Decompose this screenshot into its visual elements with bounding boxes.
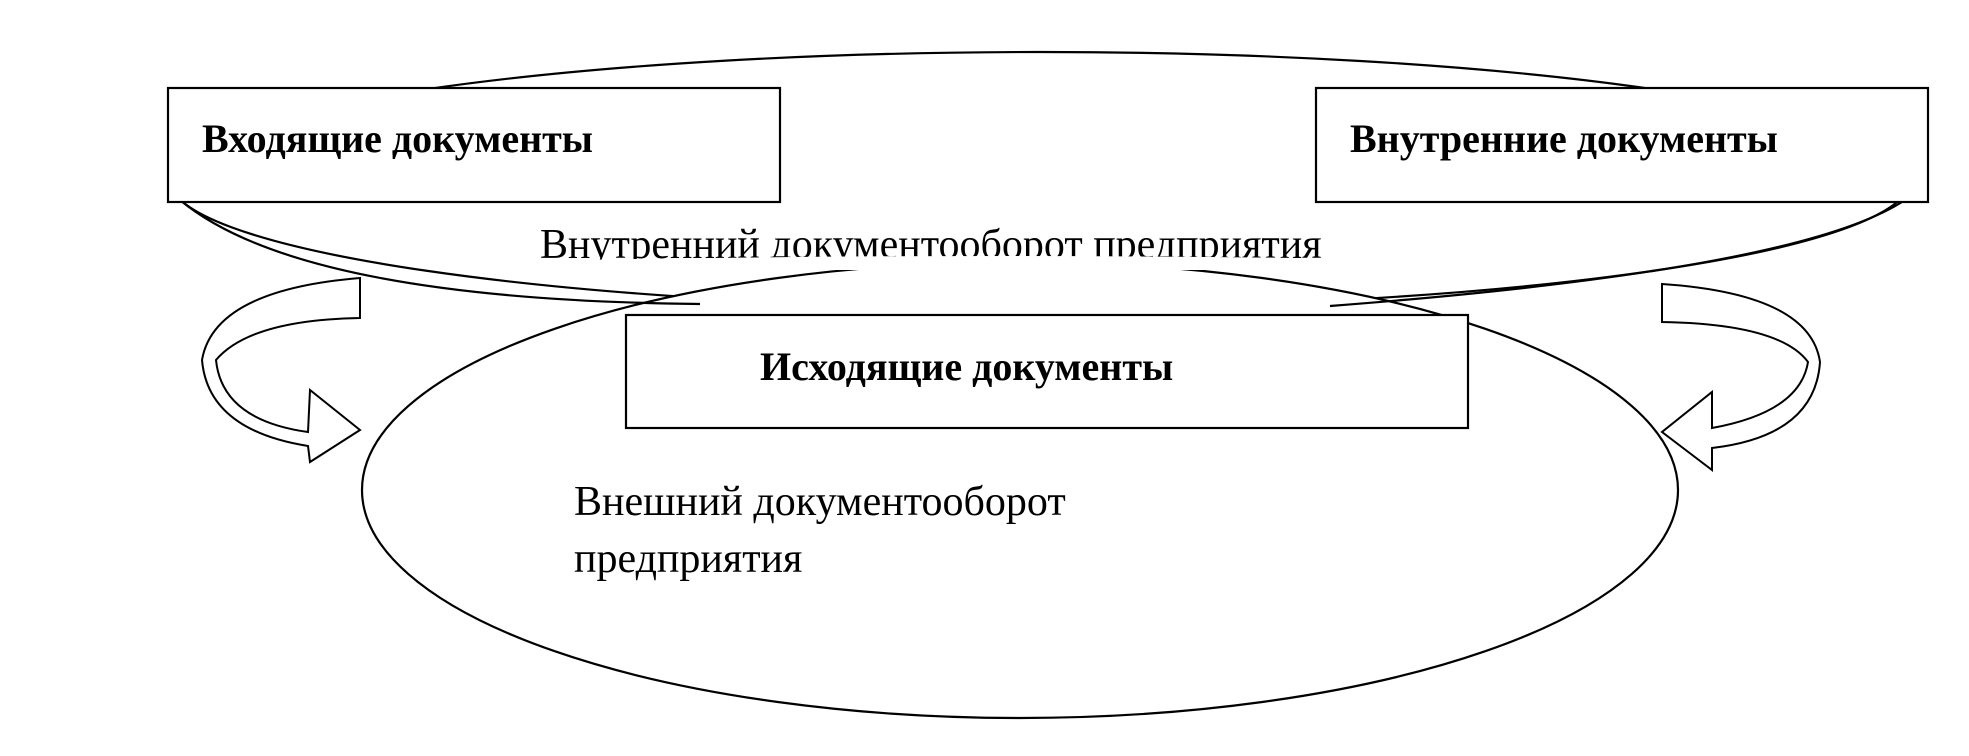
external-flow-label-line1: Внешний документооборот	[574, 479, 1066, 525]
internal-flow-ellipse-lower-arc-right	[1329, 199, 1906, 308]
internal-documents-box	[1314, 86, 1930, 204]
incoming-documents-label: Входящие документы	[202, 116, 593, 161]
right-curved-arrow-icon	[1660, 282, 1822, 473]
internal-flow-ellipse-lower-arc	[179, 199, 701, 306]
incoming-documents-box	[166, 86, 782, 204]
outgoing-documents-box	[624, 313, 1470, 430]
outgoing-documents-label: Исходящие документы	[760, 344, 1173, 389]
external-flow-label-line2: предприятия	[574, 536, 802, 582]
internal-documents-label: Внутренние документы	[1350, 116, 1778, 161]
caption-clip-mask	[480, 256, 1500, 270]
left-curved-arrow-icon	[200, 276, 362, 464]
